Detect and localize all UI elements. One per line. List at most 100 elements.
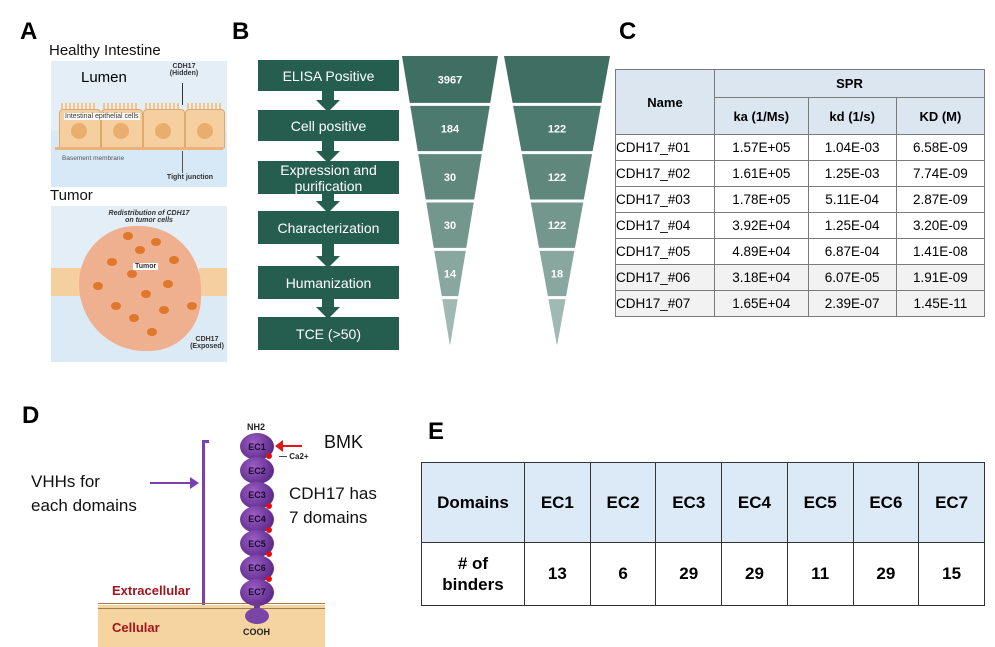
funnel1-count: 184 xyxy=(441,124,460,136)
healthy-intestine-illustration: Lumen CDH17(Hidden) Intestinal epithelia… xyxy=(51,61,227,187)
healthy-intestine-title: Healthy Intestine xyxy=(49,42,161,59)
funnel-1: 3967 184 30 30 14 xyxy=(402,56,498,345)
lumen-label: Lumen xyxy=(81,69,127,86)
spr-value-cell: 6.58E-09 xyxy=(895,134,986,161)
funnel2-segment xyxy=(530,202,584,248)
spr-value-cell: 3.20E-09 xyxy=(895,212,986,239)
spr-value-cell: 7.74E-09 xyxy=(895,160,986,187)
step-arrow-stem xyxy=(322,91,334,100)
binder-count-cell: 13 xyxy=(524,542,591,606)
spr-value-cell: 3.18E+04 xyxy=(714,264,809,291)
step-box: Cell positive xyxy=(258,110,399,141)
cell-membrane xyxy=(98,605,325,647)
funnel2-count: 122 xyxy=(548,220,566,232)
spr-value-cell: 1.57E+05 xyxy=(714,134,809,161)
funnel1-count: 3967 xyxy=(438,74,462,86)
step-box: Expression and purification xyxy=(258,161,399,194)
panel-b-letter: B xyxy=(232,18,250,45)
step-box: ELISA Positive xyxy=(258,60,399,91)
funnel1-count: 14 xyxy=(444,269,457,281)
spr-value-cell: 1.91E-09 xyxy=(895,264,986,291)
funnel1-segment xyxy=(410,105,490,152)
ec-domain: EC2 xyxy=(240,457,274,485)
spr-value-cell: 2.87E-09 xyxy=(895,186,986,213)
funnel2-count: 122 xyxy=(548,124,566,136)
spr-value-cell: 4.89E+04 xyxy=(714,238,809,265)
membrane-line xyxy=(98,603,325,609)
ka-header: ka (1/Ms) xyxy=(714,97,809,135)
binder-count-cell: 29 xyxy=(721,542,788,606)
funnel2-segment xyxy=(513,105,601,152)
funnel1-segment xyxy=(442,299,458,345)
nh2-label: NH2 xyxy=(247,422,266,432)
screening-funnels: 3967 184 30 30 14 122 122 122 18 xyxy=(402,56,610,345)
spr-value-cell: 1.78E+05 xyxy=(714,186,809,213)
panel-e-letter: E xyxy=(428,418,445,445)
cellular-label: Cellular xyxy=(112,620,160,635)
step-arrow-stem xyxy=(322,194,334,201)
funnel1-count: 30 xyxy=(444,220,456,232)
spr-value-cell: 5.11E-04 xyxy=(807,186,897,213)
spr-table: Name SPR ka (1/Ms) kd (1/s) KD (M) CDH17… xyxy=(615,69,986,317)
down-arrow-icon xyxy=(316,100,340,112)
funnel1-segment xyxy=(402,56,498,103)
epithelial-cells-label: Intestinal epithelial cells xyxy=(64,113,140,120)
domain-header: EC4 xyxy=(721,462,788,543)
down-arrow-icon xyxy=(316,201,340,213)
vhh-arrow xyxy=(150,482,192,484)
antibody-name-cell: CDH17_#05 xyxy=(615,238,715,265)
KD-header: KD (M) xyxy=(895,97,986,135)
binder-count-cell: 11 xyxy=(786,542,854,606)
calcium-site-icon xyxy=(266,551,272,558)
cytoplasmic-domain xyxy=(245,608,269,624)
spr-value-cell: 6.07E-05 xyxy=(807,264,897,291)
tumor-label: Tumor xyxy=(133,263,159,270)
panel-a-letter: A xyxy=(20,18,38,45)
antibody-name-cell: CDH17_#03 xyxy=(615,186,715,213)
funnel2-segment xyxy=(539,250,575,297)
spr-value-cell: 6.87E-04 xyxy=(807,238,897,265)
spr-value-cell: 1.61E+05 xyxy=(714,160,809,187)
antibody-name-cell: CDH17_#07 xyxy=(615,290,715,317)
funnel1-segment xyxy=(418,154,482,200)
calcium-site-icon xyxy=(266,575,272,582)
calcium-site-icon xyxy=(266,526,272,533)
step-arrow-stem xyxy=(322,299,334,307)
step-box: Characterization xyxy=(258,211,399,244)
antibody-name-cell: CDH17_#04 xyxy=(615,212,715,239)
step-arrow-stem xyxy=(322,141,334,151)
domain-header: EC6 xyxy=(852,462,920,543)
domain-header: EC1 xyxy=(524,462,591,543)
down-arrow-icon xyxy=(316,151,340,163)
spr-value-cell: 3.92E+04 xyxy=(714,212,809,239)
funnel2-count: 18 xyxy=(551,269,563,281)
spr-header: SPR xyxy=(714,69,985,98)
funnel1-segment xyxy=(434,250,466,297)
funnel1-count: 30 xyxy=(444,172,456,184)
funnel2-count: 122 xyxy=(548,172,566,184)
kd-header: kd (1/s) xyxy=(807,97,897,135)
spr-value-cell: 1.41E-08 xyxy=(895,238,986,265)
bmk-label: BMK xyxy=(324,432,364,452)
tumor-title: Tumor xyxy=(50,187,93,204)
bmk-arrowhead-icon xyxy=(275,440,283,452)
spr-value-cell: 1.65E+04 xyxy=(714,290,809,317)
down-arrow-icon xyxy=(316,307,340,319)
binder-count-cell: 29 xyxy=(852,542,920,606)
cooh-label: COOH xyxy=(243,627,270,637)
step-arrow-stem xyxy=(322,244,334,256)
down-arrow-icon xyxy=(316,256,340,268)
tight-junction-label: Tight junction xyxy=(166,174,214,181)
spr-value-cell: 1.25E-04 xyxy=(807,212,897,239)
calcium-site-icon xyxy=(266,502,272,509)
